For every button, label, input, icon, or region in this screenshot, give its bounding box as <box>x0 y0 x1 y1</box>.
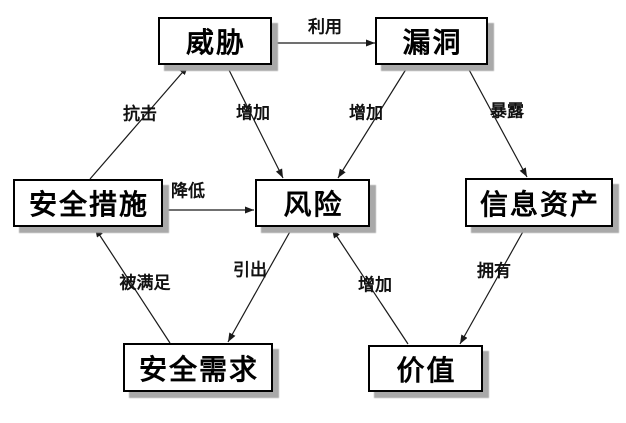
edge-assets-possess-value <box>459 227 526 345</box>
edge-risk-leads-to-requirements <box>227 227 293 343</box>
node-risk: 风险 <box>255 179 370 227</box>
edge-label-exploit: 利用 <box>308 17 342 38</box>
edge-label-be-satisfied: 被满足 <box>119 273 171 294</box>
node-security-requirements-label: 安全需求 <box>138 352 259 386</box>
edge-vulnerability-exposes-assets <box>466 65 528 178</box>
node-threat: 威胁 <box>158 17 272 65</box>
edge-label-increase-1: 增加 <box>236 103 270 124</box>
node-information-assets: 信息资产 <box>465 178 613 227</box>
node-security-requirements: 安全需求 <box>123 343 273 392</box>
edge-label-lead-to: 引出 <box>233 260 267 281</box>
edge-threat-increases-risk <box>226 65 284 179</box>
node-security-measures: 安全措施 <box>13 179 163 227</box>
edge-label-expose: 暴露 <box>490 101 524 122</box>
node-risk-label: 风险 <box>283 188 344 221</box>
edge-measures-resist-threat <box>89 65 189 180</box>
edge-label-resist: 抗击 <box>123 104 157 125</box>
node-value-label: 价值 <box>396 353 457 387</box>
node-threat-label: 威胁 <box>185 26 246 59</box>
node-information-assets-label: 信息资产 <box>479 187 600 221</box>
edge-label-reduce: 降低 <box>171 181 205 202</box>
node-vulnerability: 漏洞 <box>375 17 488 65</box>
edge-label-increase-3: 增加 <box>358 275 392 296</box>
edge-requirements-satisfied-by-measures <box>94 227 171 344</box>
node-vulnerability-label: 漏洞 <box>402 26 463 59</box>
edge-label-increase-2: 增加 <box>349 103 383 124</box>
node-security-measures-label: 安全措施 <box>28 188 149 221</box>
edge-label-possess: 拥有 <box>477 261 511 282</box>
edge-vulnerability-increases-risk <box>337 65 409 179</box>
node-value: 价值 <box>368 345 483 392</box>
edge-value-increases-risk <box>331 228 409 345</box>
